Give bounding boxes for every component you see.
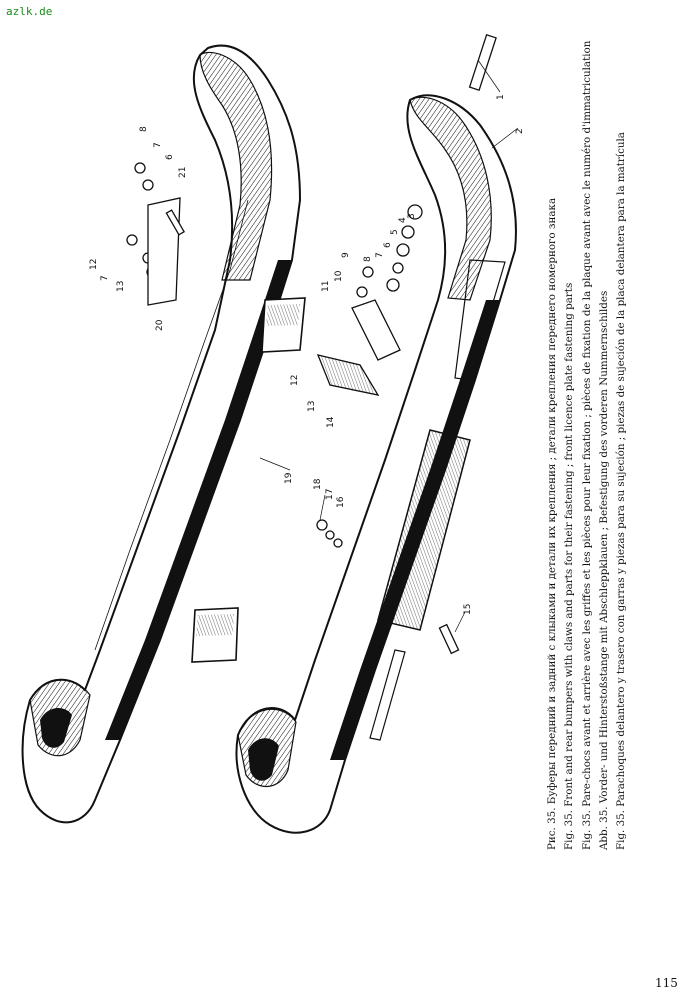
callout-1: 1 — [496, 94, 506, 100]
callout-12: 12 — [290, 375, 300, 386]
callout-19: 19 — [284, 472, 294, 484]
callout-17: 17 — [325, 489, 335, 500]
callout-6-left: 6 — [165, 154, 175, 160]
callout-5: 5 — [390, 229, 400, 235]
callout-7-left-upper: 7 — [153, 142, 163, 148]
callout-numbers: 1 2 3 4 5 6 7 8 9 10 11 12 13 14 15 16 1… — [89, 94, 525, 615]
callout-6: 6 — [383, 242, 393, 248]
callout-15: 15 — [463, 604, 473, 615]
caption-german: Abb. 35. Vorder- und Hinterstoßstange mi… — [597, 290, 610, 850]
watermark: azlk.de — [6, 5, 53, 18]
callout-13: 13 — [307, 401, 317, 412]
page-number: 115 — [655, 976, 678, 990]
caption-spanish: Fig. 35. Parachoques delantero y trasero… — [615, 132, 628, 850]
callout-20: 20 — [155, 319, 165, 331]
callout-3: 3 — [407, 213, 417, 219]
callout-18: 18 — [313, 478, 323, 490]
callout-21: 21 — [178, 167, 188, 178]
figure-caption: Рис. 35. Буферы передний и задний с клык… — [544, 10, 634, 850]
callout-7: 7 — [375, 252, 385, 258]
callout-2: 2 — [515, 128, 525, 134]
caption-english: Fig. 35. Front and rear bumpers with cla… — [563, 282, 576, 850]
callout-14: 14 — [326, 416, 336, 428]
callout-8-left: 8 — [139, 126, 149, 132]
caption-russian: Рис. 35. Буферы передний и задний с клык… — [546, 197, 558, 850]
callout-11: 11 — [321, 281, 331, 292]
callout-12-left: 12 — [89, 259, 99, 270]
callout-7-left: 7 — [100, 275, 110, 281]
callout-13-left: 13 — [116, 281, 126, 292]
callout-8: 8 — [363, 256, 373, 262]
callout-10: 10 — [334, 270, 344, 282]
callout-4: 4 — [398, 217, 408, 223]
callout-16: 16 — [336, 496, 346, 508]
rear-bumper — [21, 44, 306, 824]
leader-lines — [259, 59, 519, 633]
front-bumper — [235, 94, 517, 834]
callout-9: 9 — [341, 252, 351, 258]
caption-french: Fig. 35. Pare-chocs avant et arrière ave… — [580, 40, 593, 850]
fastening-parts — [126, 33, 497, 655]
